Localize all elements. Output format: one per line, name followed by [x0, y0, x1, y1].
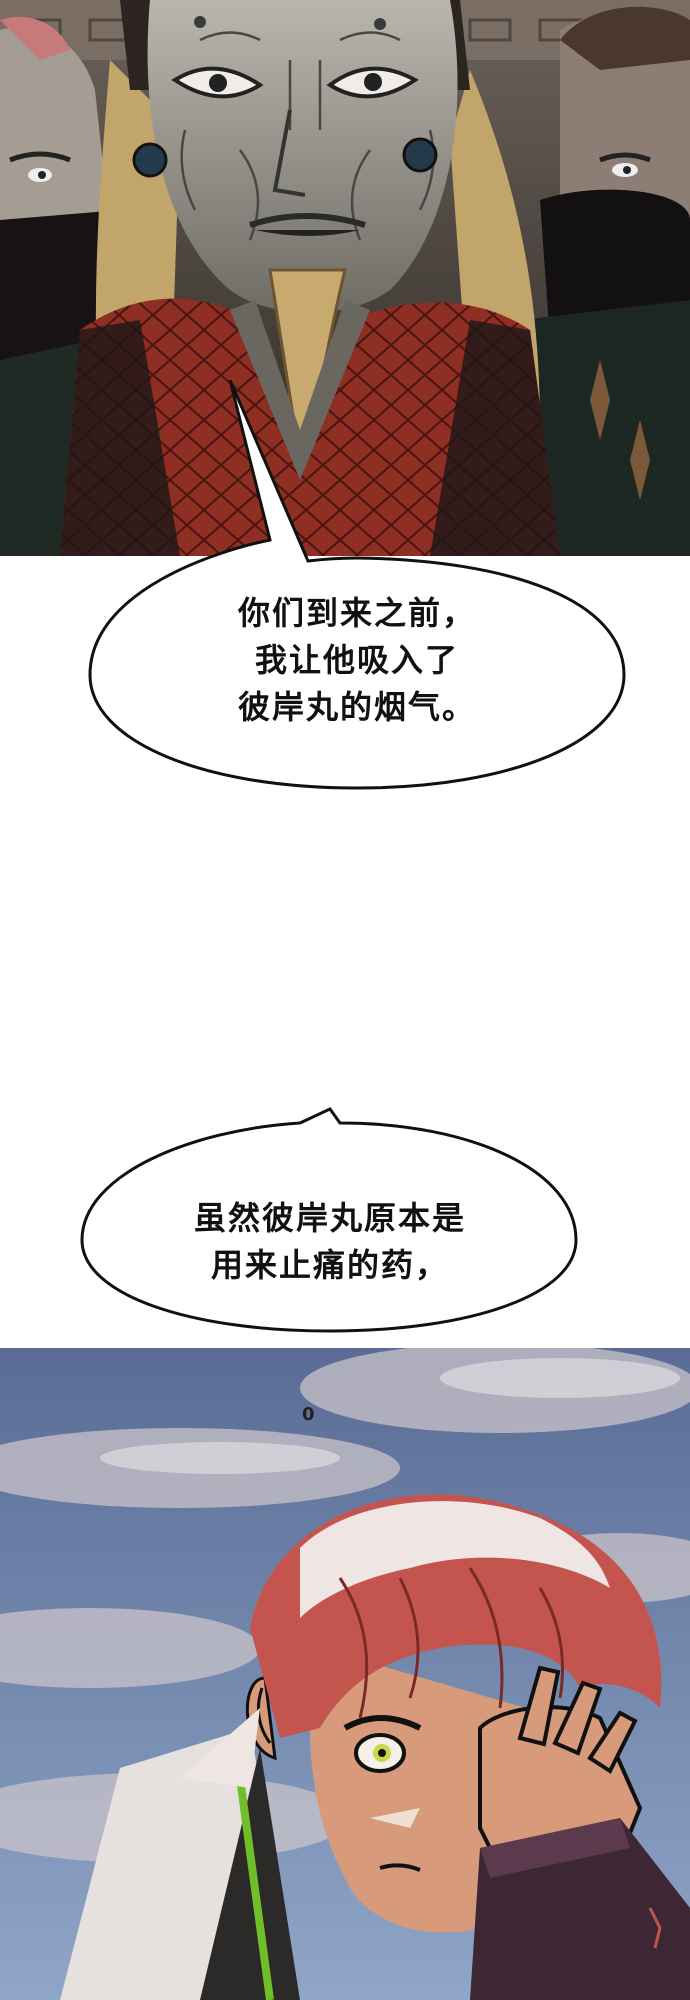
bubble-1-line-1: 你们到来之前， [237, 594, 476, 632]
sfx-mark: 0 [302, 1404, 315, 1425]
elder-illustration [0, 0, 690, 556]
right-figure [520, 6, 690, 556]
bubble-2-line-1: 虽然彼岸丸原本是 [193, 1199, 466, 1237]
speech-bubble-1-shape [88, 380, 626, 790]
bubble-1-line-3: 彼岸丸的烟气。 [237, 688, 476, 726]
speech-bubble-2-text: 虽然彼岸丸原本是 用来止痛的药， [80, 1195, 580, 1289]
young-man-illustration: 0 [0, 1348, 690, 2000]
speech-bubble-2: 虽然彼岸丸原本是 用来止痛的药， [80, 1105, 580, 1335]
comic-panel-elder [0, 0, 690, 556]
bubble-1-line-2: 我让他吸入了 [254, 641, 459, 679]
speech-bubble-1-text: 你们到来之前， 我让他吸入了 彼岸丸的烟气。 [70, 590, 644, 731]
bubble-2-line-2: 用来止痛的药， [210, 1246, 449, 1284]
speech-bubble-2-shape [80, 1107, 578, 1333]
comic-panel-young-man: 0 [0, 1348, 690, 2000]
speech-bubble-1: 你们到来之前， 我让他吸入了 彼岸丸的烟气。 [70, 380, 644, 790]
